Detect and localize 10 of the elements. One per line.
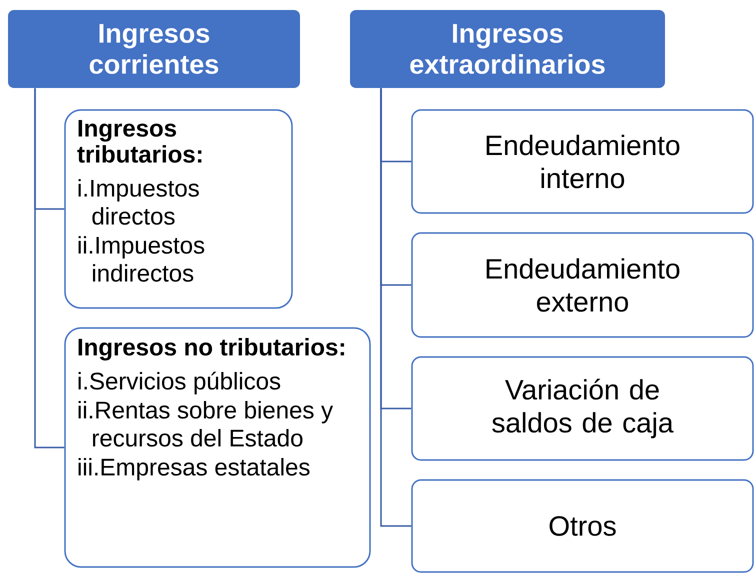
category-header: Ingresos extraordinarios [350,10,665,88]
connector-line [380,88,412,527]
connector-line [34,88,64,448]
item-box: Endeudamiento interno [411,109,754,214]
item-box: Variación de saldos de caja [411,356,754,461]
category-header: Ingresos corrientes [8,10,300,88]
list-box: Ingresos tributarios: i.Impuestos directos ii.Impuestos indirectos [64,109,293,309]
item-box: Otros [411,479,754,573]
list-box: Ingresos no tributarios: i.Servicios públicos ii.Rentas sobre bienes y recursos del Estado iii.Empresas estatales [64,327,371,568]
item-box: Endeudamiento externo [411,232,754,338]
